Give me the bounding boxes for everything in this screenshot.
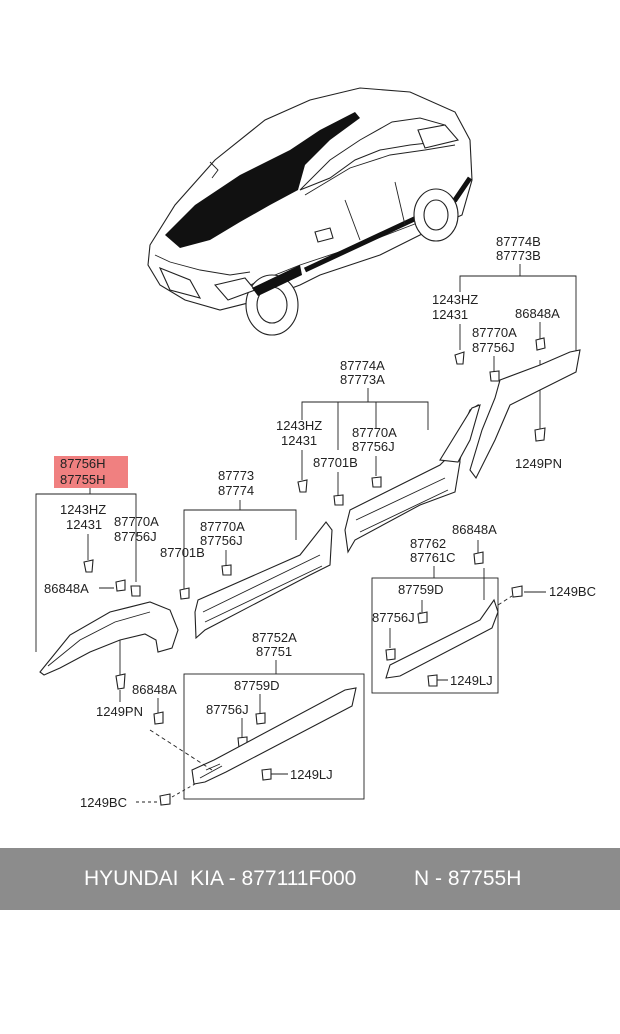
- label-87773: 87773: [218, 468, 254, 483]
- label-87701b-2: 87701B: [160, 545, 205, 560]
- label-1249lj: 1249LJ: [450, 673, 493, 688]
- label-87752a: 87752A: [252, 630, 297, 645]
- clip-icon: [130, 585, 141, 597]
- bolt-icon: [83, 559, 94, 573]
- label-87773a: 87773A: [340, 372, 385, 387]
- label-87770a-4: 87770A: [200, 519, 245, 534]
- label-87756j-4: 87756J: [200, 533, 243, 548]
- clip-icon: [371, 476, 382, 488]
- label-87759d-2: 87759D: [234, 678, 280, 693]
- label-87770a-2: 87770A: [352, 425, 397, 440]
- label-86848a-4: 86848A: [132, 682, 177, 697]
- label-87773b: 87773B: [496, 248, 541, 263]
- clip-icon: [179, 587, 190, 600]
- screw-icon: [261, 768, 272, 781]
- pin-icon: [534, 427, 546, 442]
- label-1249pn: 1249PN: [515, 456, 562, 471]
- label-1249bc: 1249BC: [549, 584, 596, 599]
- label-87774b: 87774B: [496, 234, 541, 249]
- label-1249bc-2: 1249BC: [80, 795, 127, 810]
- diagram-canvas: 87774B 87773B 1243HZ 12431 86848A 87770A…: [35, 87, 596, 810]
- label-87701b: 87701B: [313, 455, 358, 470]
- parts-diagram: 87774B 87773B 1243HZ 12431 86848A 87770A…: [35, 87, 596, 810]
- label-87759d: 87759D: [398, 582, 444, 597]
- rear-sill-group: 86848A 87762 87761C 87759D 87756J 1249LJ…: [371, 522, 596, 694]
- highlight-box: [54, 456, 128, 488]
- nut-icon: [535, 337, 546, 351]
- front-door-group: 87773 87774 87770A 87756J 87701B: [160, 468, 333, 640]
- clip-icon: [221, 564, 232, 576]
- label-1243hz-3: 1243HZ: [60, 502, 106, 517]
- label-12431-3: 12431: [66, 517, 102, 532]
- rear-door-group: 87774A 87773A 1243HZ 12431 87770A 87756J…: [276, 358, 481, 554]
- nut-icon: [473, 551, 484, 565]
- label-86848a-2: 86848A: [44, 581, 89, 596]
- label-12431: 12431: [432, 307, 468, 322]
- part-number-footer: HYUNDAI KIA - 877111F000 N - 87755H: [0, 848, 620, 910]
- clip-icon: [489, 370, 500, 382]
- label-87770a-3: 87770A: [114, 514, 159, 529]
- label-87751: 87751: [256, 644, 292, 659]
- label-12431-2: 12431: [281, 433, 317, 448]
- label-87756j: 87756J: [472, 340, 515, 355]
- bolt-icon: [159, 793, 171, 806]
- nut-icon: [115, 579, 126, 592]
- label-87756j-2: 87756J: [352, 439, 395, 454]
- label-87756j-3: 87756J: [114, 529, 157, 544]
- front-fender-group: 87756H 87755H 1243HZ 12431 87770A 87756J…: [35, 456, 179, 719]
- label-87761c: 87761C: [410, 550, 456, 565]
- bolt-icon: [297, 479, 308, 493]
- label-87755h: 87755H: [60, 472, 106, 487]
- bolt-icon: [511, 585, 523, 598]
- clip-icon: [385, 648, 396, 661]
- label-87774a: 87774A: [340, 358, 385, 373]
- reference-number: N - 87755H: [414, 867, 522, 890]
- label-87756j-6: 87756J: [206, 702, 249, 717]
- label-1243hz: 1243HZ: [432, 292, 478, 307]
- label-87756j-5: 87756J: [372, 610, 415, 625]
- pin-icon: [115, 673, 126, 690]
- screw-icon: [255, 712, 266, 725]
- label-87762: 87762: [410, 536, 446, 551]
- brand-part-number: HYUNDAI KIA - 877111F000: [84, 867, 357, 890]
- vehicle-illustration: [147, 87, 473, 336]
- label-86848a-3: 86848A: [452, 522, 497, 537]
- clip-icon: [333, 494, 344, 506]
- label-1249pn-2: 1249PN: [96, 704, 143, 719]
- label-1243hz-2: 1243HZ: [276, 418, 322, 433]
- screw-icon: [427, 674, 438, 687]
- label-87756h: 87756H: [60, 456, 106, 471]
- nut-icon: [153, 711, 164, 725]
- screw-icon: [417, 611, 428, 624]
- bolt-icon: [454, 351, 465, 365]
- label-87770a: 87770A: [472, 325, 517, 340]
- front-sill-group: 87752A 87751 86848A 87759D 87756J 1249LJ…: [80, 630, 365, 810]
- label-86848a: 86848A: [515, 306, 560, 321]
- label-87774: 87774: [218, 483, 254, 498]
- label-1249lj-2: 1249LJ: [290, 767, 333, 782]
